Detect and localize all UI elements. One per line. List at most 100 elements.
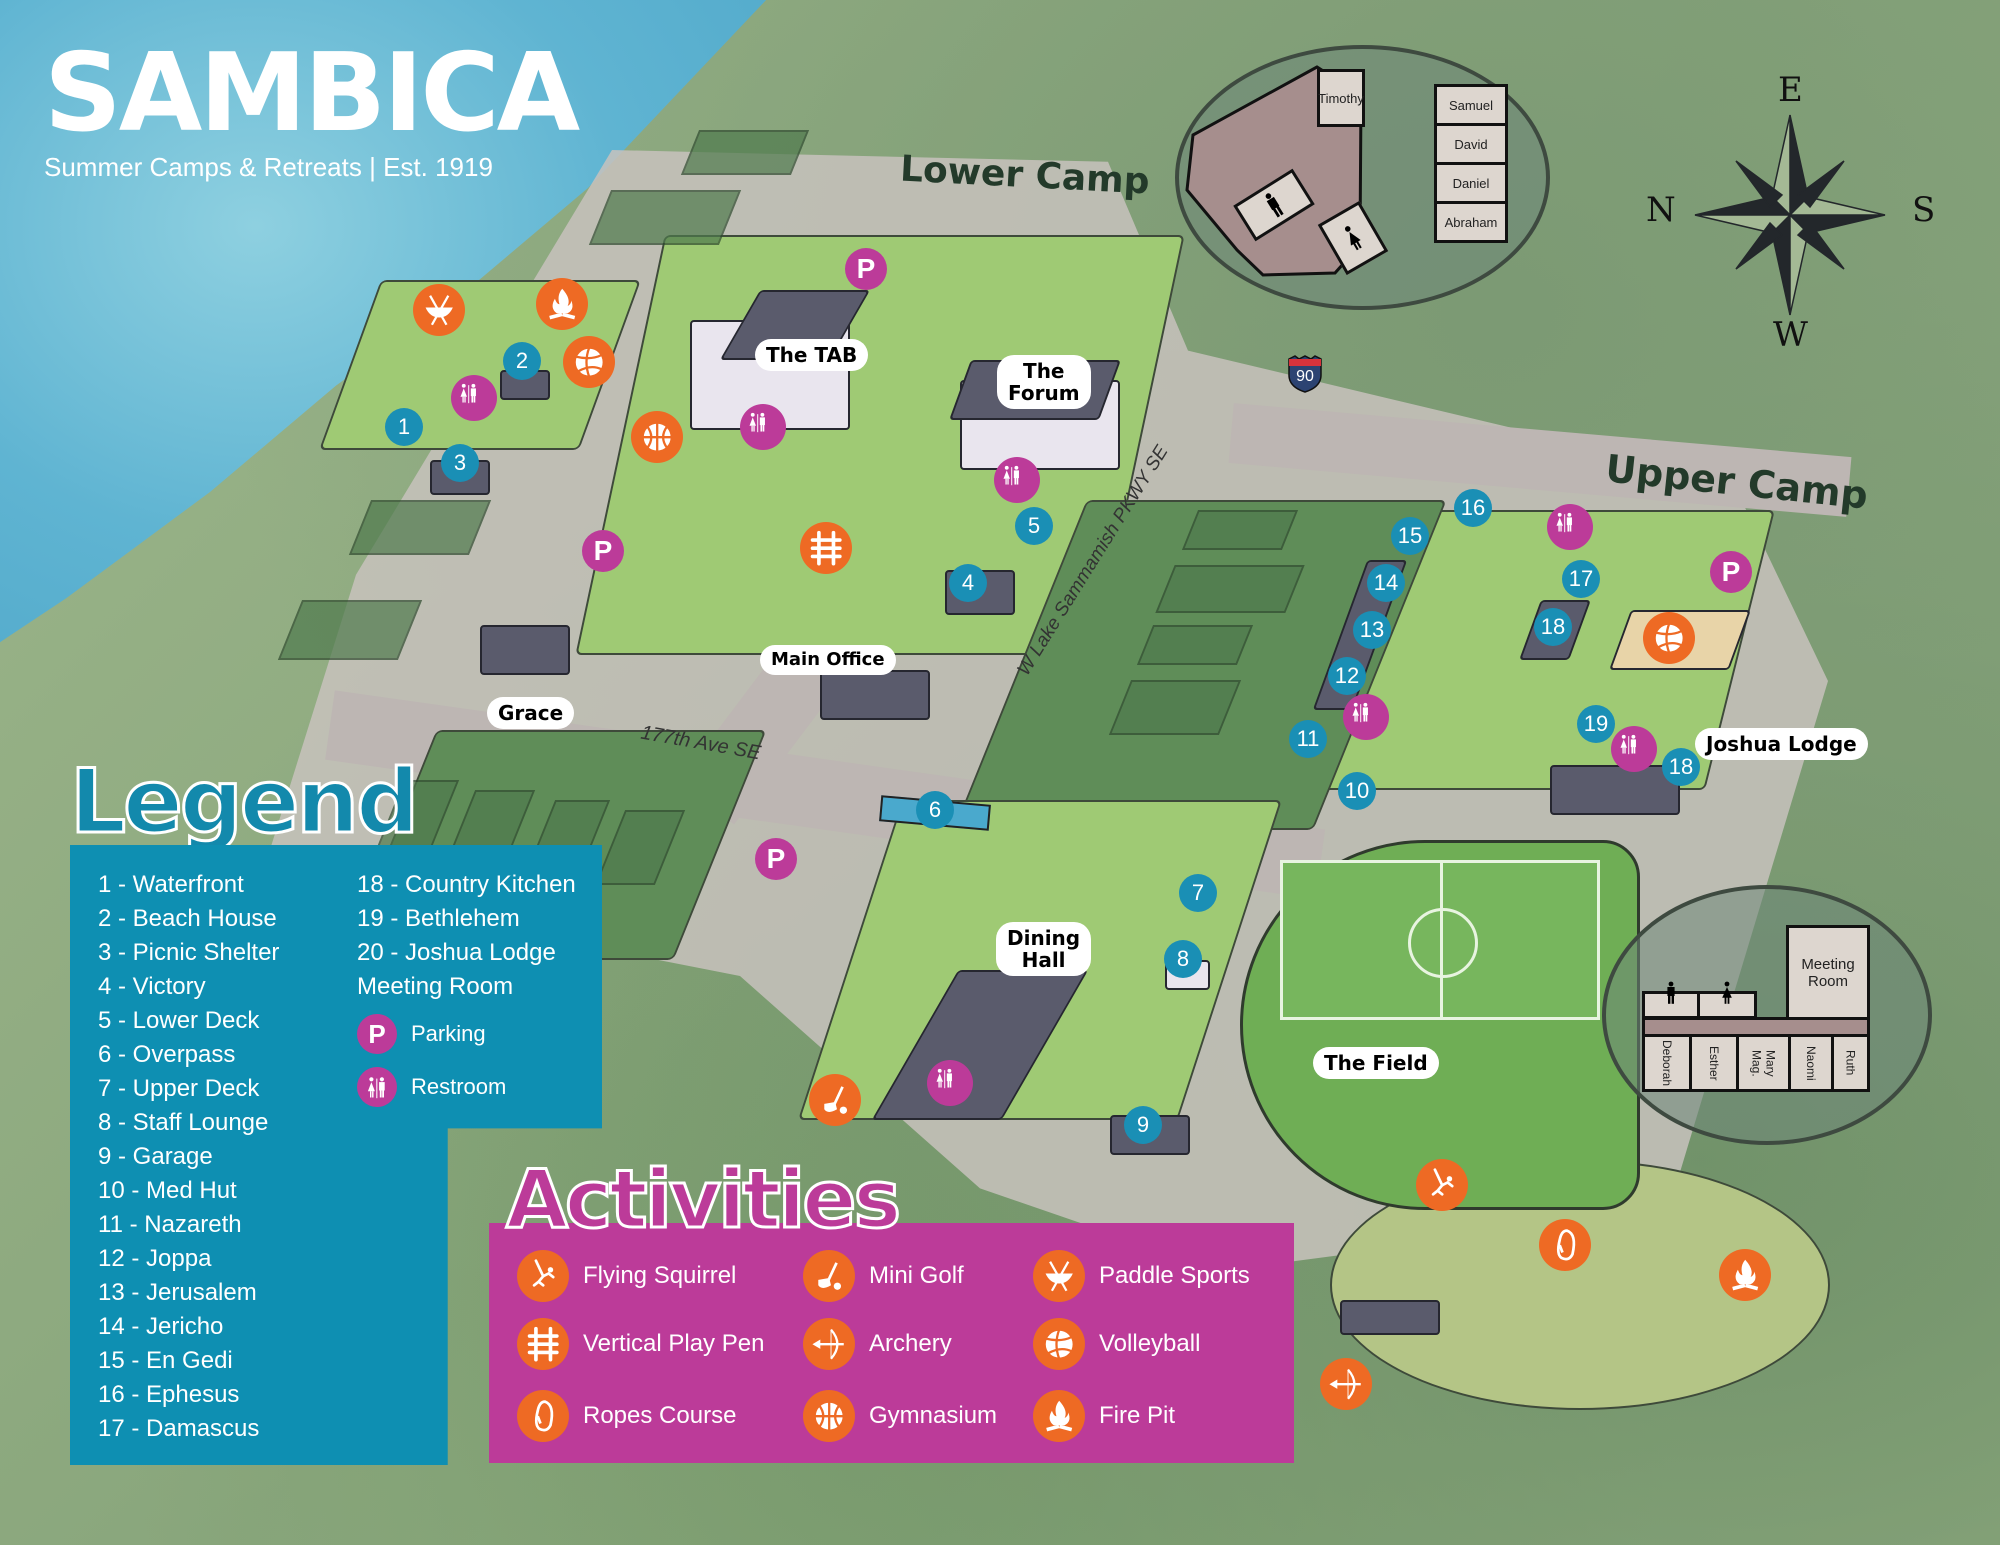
legend-item: 6 - Overpass [98, 1041, 236, 1068]
restroom-marker[interactable] [1611, 726, 1657, 772]
location-marker-18[interactable]: 18 [1662, 748, 1700, 786]
label-the-forum[interactable]: The Forum [1000, 358, 1088, 406]
room-abraham: Abraham [1434, 201, 1508, 243]
legend-item: 5 - Lower Deck [98, 1007, 260, 1034]
volleyball-icon [1643, 612, 1695, 664]
restroom-marker[interactable] [994, 457, 1040, 503]
gymnasium-icon [803, 1390, 855, 1442]
activity-marker-flying-squirrel[interactable] [1416, 1159, 1468, 1211]
location-marker-19[interactable]: 19 [1577, 705, 1615, 743]
parking-marker[interactable]: P [755, 838, 797, 880]
restroom-women [1317, 200, 1389, 276]
activity-label: Paddle Sports [1099, 1262, 1250, 1289]
label-joshua-lodge[interactable]: Joshua Lodge [1698, 731, 1865, 757]
location-marker-16[interactable]: 16 [1454, 489, 1492, 527]
man-icon [1667, 981, 1675, 1004]
location-marker-10[interactable]: 10 [1338, 772, 1376, 810]
compass-label-left: N [1646, 190, 1676, 230]
label-the-field[interactable]: The Field [1316, 1050, 1436, 1076]
location-marker-14[interactable]: 14 [1367, 564, 1405, 602]
label-dining-hall[interactable]: Dining Hall [999, 925, 1089, 973]
label-grace[interactable]: Grace [490, 700, 572, 726]
label-the-forum-line1: The [1023, 359, 1065, 383]
activity-marker-gymnasium[interactable] [631, 411, 683, 463]
brand-tagline: Summer Camps & Retreats | Est. 1919 [44, 152, 493, 182]
room-esther: Esther [1689, 1034, 1739, 1092]
highway-shield-icon [1288, 355, 1322, 393]
restroom-marker[interactable] [451, 375, 497, 421]
activity-item-vertical-play-pen: Vertical Play Pen [517, 1318, 764, 1370]
brand-name: SAMBICA [44, 31, 580, 156]
legend-key-parking: P Parking [357, 1014, 486, 1054]
building-joshua-lodge [1550, 765, 1680, 815]
location-marker-11[interactable]: 11 [1289, 720, 1327, 758]
location-marker-2[interactable]: 2 [503, 342, 541, 380]
archery-icon [1320, 1358, 1372, 1410]
activity-marker-fire-pit[interactable] [536, 278, 588, 330]
location-marker-13[interactable]: 13 [1353, 611, 1391, 649]
label-dining-hall-line2: Hall [1021, 948, 1066, 972]
legend-item: 2 - Beach House [98, 905, 277, 932]
activity-marker-volleyball[interactable] [563, 336, 615, 388]
soccer-pitch [1280, 860, 1600, 1020]
legend-item: 16 - Ephesus [98, 1381, 240, 1408]
activity-item-ropes-course: Ropes Course [517, 1390, 736, 1442]
legend-item: 20 - Joshua Lodge [357, 939, 556, 966]
location-marker-9[interactable]: 9 [1124, 1106, 1162, 1144]
legend-restroom-label: Restroom [411, 1074, 507, 1099]
legend-item: 8 - Staff Lounge [98, 1109, 269, 1136]
activity-marker-fire-pit[interactable] [1719, 1249, 1771, 1301]
room-samuel: Samuel [1434, 84, 1508, 126]
fire-pit-icon [1033, 1390, 1085, 1442]
restroom-icon [1348, 699, 1385, 736]
location-marker-1[interactable]: 1 [385, 408, 423, 446]
parking-marker[interactable]: P [845, 248, 887, 290]
activity-marker-archery[interactable] [1320, 1358, 1372, 1410]
activity-label: Mini Golf [869, 1262, 964, 1289]
activity-marker-volleyball[interactable] [1643, 612, 1695, 664]
restroom-icon [932, 1065, 969, 1102]
room-ruth: Ruth [1831, 1034, 1870, 1092]
location-marker-15[interactable]: 15 [1391, 517, 1429, 555]
label-main-office[interactable]: Main Office [763, 648, 893, 672]
location-marker-3[interactable]: 3 [441, 444, 479, 482]
restroom-women [1697, 981, 1757, 1019]
activity-marker-mini-golf[interactable] [809, 1074, 861, 1126]
location-marker-18[interactable]: 18 [1534, 608, 1572, 646]
activity-marker-ropes-course[interactable] [1539, 1219, 1591, 1271]
man-icon [1265, 193, 1284, 218]
legend-parking-label: Parking [411, 1021, 486, 1046]
compass-rose: E N S W [1640, 70, 1940, 360]
location-marker-17[interactable]: 17 [1562, 560, 1600, 598]
plot [277, 600, 423, 660]
parking-marker[interactable]: P [1710, 551, 1752, 593]
restroom-marker[interactable] [1343, 694, 1389, 740]
restroom-marker[interactable] [927, 1060, 973, 1106]
location-marker-8[interactable]: 8 [1164, 940, 1202, 978]
restroom-marker[interactable] [740, 404, 786, 450]
legend-item: 10 - Med Hut [98, 1177, 237, 1204]
location-marker-4[interactable]: 4 [949, 564, 987, 602]
label-the-tab[interactable]: The TAB [758, 342, 866, 368]
activity-marker-paddle-sports[interactable] [413, 284, 465, 336]
plot [1136, 625, 1254, 665]
activities-title: Activities [504, 1153, 902, 1246]
parking-marker[interactable]: P [582, 530, 624, 572]
plot [348, 500, 492, 555]
legend-title: Legend [68, 750, 420, 853]
flying-squirrel-icon [1416, 1159, 1468, 1211]
activity-marker-vertical-play-pen[interactable] [800, 522, 852, 574]
location-marker-6[interactable]: 6 [916, 791, 954, 829]
parking-icon: P [357, 1014, 397, 1054]
location-marker-12[interactable]: 12 [1328, 657, 1366, 695]
location-marker-5[interactable]: 5 [1015, 507, 1053, 545]
location-marker-7[interactable]: 7 [1179, 874, 1217, 912]
ropes-course-icon [517, 1390, 569, 1442]
restroom-icon [456, 380, 493, 417]
legend-item: 7 - Upper Deck [98, 1075, 260, 1102]
archery-icon [803, 1318, 855, 1370]
restroom-marker[interactable] [1547, 504, 1593, 550]
plot [680, 130, 810, 175]
restroom-men [1642, 981, 1700, 1019]
